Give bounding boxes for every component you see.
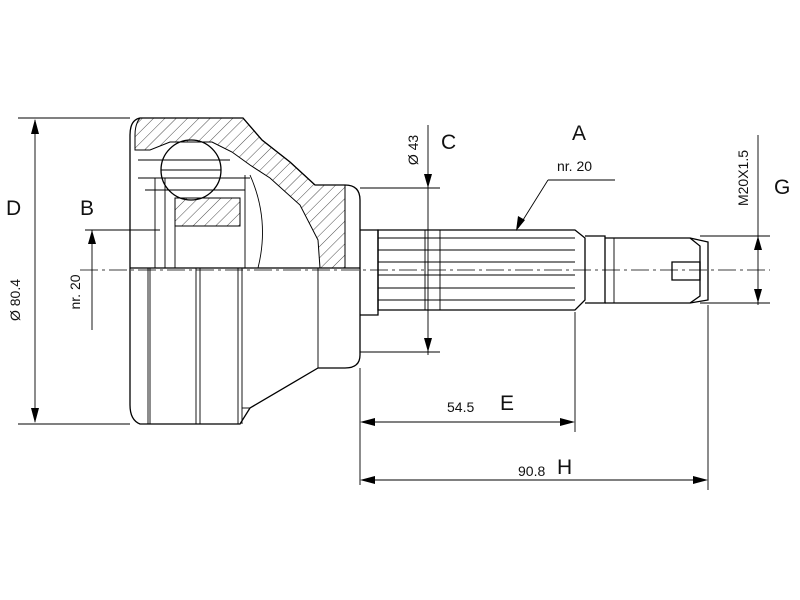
value-h-length: 90.8	[518, 463, 545, 479]
splined-shaft	[360, 229, 709, 316]
dimension-d	[18, 117, 130, 425]
joint-housing	[129, 117, 361, 425]
dimension-c	[360, 125, 440, 355]
label-g: G	[774, 176, 790, 199]
label-a: A	[572, 122, 586, 145]
value-c-diameter: Ø 43	[405, 135, 421, 166]
value-d-diameter: Ø 80.4	[7, 279, 23, 321]
label-d: D	[6, 197, 21, 220]
label-b: B	[80, 197, 94, 220]
value-e-length: 54.5	[447, 399, 474, 415]
value-a-teeth: nr. 20	[557, 158, 592, 174]
dimension-b	[85, 229, 160, 330]
housing-section-hatch	[134, 117, 346, 269]
label-e: E	[500, 392, 514, 415]
label-h: H	[557, 456, 572, 479]
inner-race-hatch	[174, 197, 241, 227]
label-c: C	[441, 131, 456, 154]
leader-a	[516, 179, 615, 231]
value-b-teeth: nr. 20	[67, 274, 83, 309]
value-g-thread: M20X1.5	[735, 150, 751, 206]
dimension-e	[359, 312, 576, 485]
dimension-g	[700, 135, 770, 305]
dimension-h	[360, 305, 709, 490]
